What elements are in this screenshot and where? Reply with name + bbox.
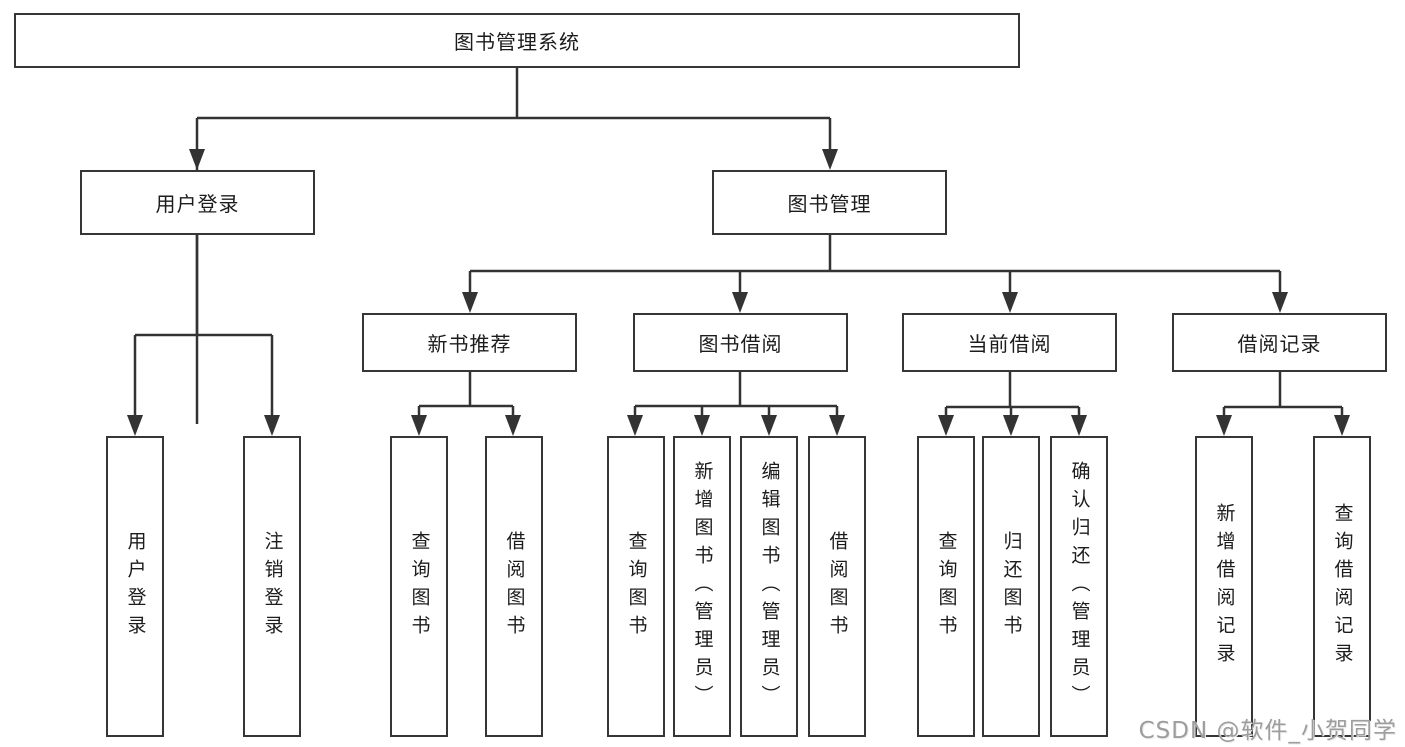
- node-label: 新增图书（管理员）: [691, 460, 714, 713]
- node-book-management: 图书管理: [712, 170, 947, 235]
- node-book-borrowing: 图书借阅: [633, 313, 848, 372]
- leaf-add-books-admin: 新增图书（管理员）: [673, 436, 731, 737]
- node-label: 新增借阅记录: [1213, 502, 1236, 671]
- leaf-query-books: 查询图书: [390, 436, 448, 737]
- leaf-user-login: 用户登录: [106, 436, 164, 737]
- node-library-management-system: 图书管理系统: [14, 13, 1020, 68]
- node-label: 确认归还（管理员）: [1068, 460, 1091, 713]
- node-label: 借阅图书: [826, 530, 849, 643]
- csdn-watermark: CSDN @软件_小贺同学: [1138, 718, 1397, 744]
- node-label: 查询图书: [408, 530, 431, 643]
- node-label: 查询图书: [935, 530, 958, 643]
- node-label: 图书管理系统: [454, 30, 580, 54]
- leaf-add-borrow-record: 新增借阅记录: [1195, 436, 1253, 737]
- leaf-query-books: 查询图书: [607, 436, 665, 737]
- node-label: 新书推荐: [427, 332, 512, 356]
- node-label: 归还图书: [1000, 530, 1023, 643]
- leaf-borrow-books: 借阅图书: [808, 436, 866, 737]
- leaf-borrow-books: 借阅图书: [485, 436, 543, 737]
- node-label: 图书管理: [787, 192, 872, 216]
- leaf-logout: 注销登录: [243, 436, 301, 737]
- node-borrowing-records: 借阅记录: [1172, 313, 1387, 372]
- leaf-return-books: 归还图书: [982, 436, 1040, 737]
- leaf-confirm-return-admin: 确认归还（管理员）: [1050, 436, 1108, 737]
- node-label: 查询图书: [625, 530, 648, 643]
- node-label: 当前借阅: [967, 332, 1052, 356]
- node-current-borrowing: 当前借阅: [902, 313, 1117, 372]
- node-user-login: 用户登录: [80, 170, 315, 235]
- leaf-query-borrow-record: 查询借阅记录: [1313, 436, 1371, 737]
- node-label: 用户登录: [124, 530, 147, 643]
- leaf-edit-books-admin: 编辑图书（管理员）: [740, 436, 798, 737]
- node-label: 查询借阅记录: [1331, 502, 1354, 671]
- node-label: 借阅图书: [503, 530, 526, 643]
- node-label: 借阅记录: [1237, 332, 1322, 356]
- node-label: 图书借阅: [698, 332, 783, 356]
- leaf-query-books: 查询图书: [917, 436, 975, 737]
- node-label: 注销登录: [261, 530, 284, 643]
- node-label: 用户登录: [155, 192, 240, 216]
- node-label: 编辑图书（管理员）: [758, 460, 781, 713]
- node-new-book-recommendation: 新书推荐: [362, 313, 577, 372]
